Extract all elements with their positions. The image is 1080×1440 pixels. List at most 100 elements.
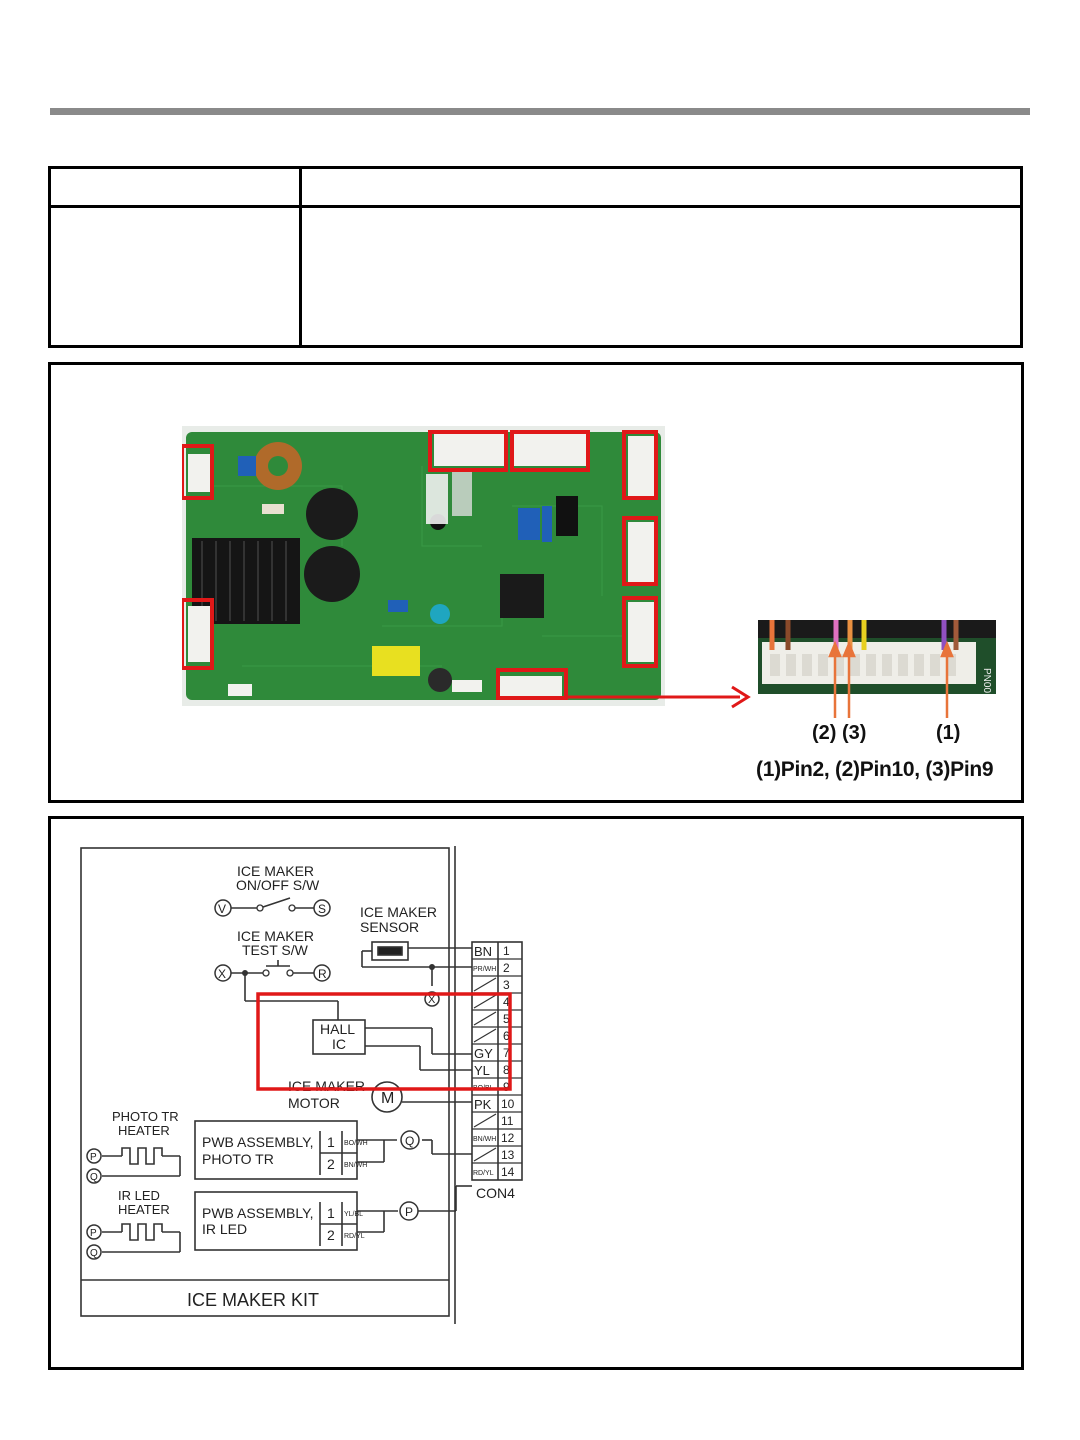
svg-text:PN00: PN00 — [981, 668, 992, 693]
node-p-photo — [86, 1148, 102, 1164]
info-table-header-row — [51, 169, 1020, 208]
con4-pin-num: 3 — [503, 978, 510, 992]
pwb-photo-wire-2: BN/WH — [344, 1162, 367, 1169]
highlight-right-connector-3 — [622, 596, 658, 668]
pwb-ir-wire-1: YL/BL — [344, 1211, 363, 1218]
con4-pin-num: 9 — [503, 1080, 510, 1094]
con4-wire-colors: BN PR/WH GY YL BO/BL PK BN/WH RD/YL — [473, 944, 496, 1177]
node-x — [214, 964, 232, 982]
con4-pin-numbers: 1 2 3 4 5 6 7 8 9 10 11 12 13 14 — [501, 944, 515, 1179]
node-r-label: R — [318, 967, 327, 981]
capacitor-top — [306, 488, 358, 540]
node-q-photo — [86, 1168, 102, 1184]
con4-wire: YL — [474, 1063, 490, 1078]
hall-ic-box — [312, 1019, 366, 1055]
info-table — [48, 166, 1023, 348]
node-q-pwb — [400, 1130, 420, 1150]
pin-callout-label-2: (2) — [812, 722, 837, 744]
pin-caption: (1)Pin2, (2)Pin10, (3)Pin9 — [756, 758, 994, 781]
hall-ic-highlight — [256, 992, 512, 1091]
node-q-ir — [86, 1244, 102, 1260]
node-p-pwb — [399, 1201, 419, 1221]
pwb-ir-pin-2: 2 — [327, 1227, 335, 1243]
ice-maker-schematic: ICE MAKER ON/OFF S/W ICE MAKER TEST S/W … — [80, 846, 523, 1324]
on-off-switch-label-2: ON/OFF S/W — [236, 877, 320, 893]
con4-pin-num: 6 — [503, 1029, 510, 1043]
pwb-ir-box — [194, 1191, 358, 1251]
highlight-right-connector-1 — [622, 430, 658, 500]
pwb-photo-label-1: PWB ASSEMBLY, — [202, 1134, 314, 1150]
blue-relay-2 — [542, 506, 552, 542]
test-switch-label-2: TEST S/W — [242, 942, 309, 958]
pin-callout-label-1: (1) — [936, 722, 961, 744]
pcb-panel — [48, 362, 1024, 803]
blue-relay-1 — [518, 508, 540, 540]
pwb-photo-pin-2: 2 — [327, 1156, 335, 1172]
con4-pin-num: 2 — [503, 961, 510, 975]
info-table-column-divider — [299, 169, 302, 345]
ir-heater-label-2: HEATER — [118, 1202, 170, 1217]
info-table-cell-value — [302, 208, 1020, 345]
kit-outline — [80, 847, 450, 1317]
node-p-ir-label: P — [90, 1228, 97, 1239]
sensor-label-2: SENSOR — [360, 919, 419, 935]
con4-wire: BN/WH — [473, 1136, 496, 1143]
con4-wire: RD/YL — [473, 1170, 494, 1177]
con4-pin-num: 10 — [501, 1097, 515, 1111]
node-p-pwb-label: P — [405, 1205, 413, 1219]
pin-callout-label-3: (3) — [842, 722, 867, 744]
node-x-sensor-label: X — [428, 994, 436, 1006]
con4-pin-num: 8 — [503, 1063, 510, 1077]
pwb-ir-label-1: PWB ASSEMBLY, — [202, 1205, 314, 1221]
node-p-ir — [86, 1224, 102, 1240]
motor-label-1: ICE MAKER — [288, 1078, 365, 1094]
con4-label: CON4 — [476, 1185, 515, 1201]
on-off-switch-label-1: ICE MAKER — [237, 863, 314, 879]
con4-pin-num: 11 — [501, 1114, 514, 1128]
pwb-ir-label-2: IR LED — [202, 1221, 247, 1237]
highlight-top-connector-2 — [510, 430, 590, 472]
sensor-label-1: ICE MAKER — [360, 904, 437, 920]
con4-wire: PK — [474, 1097, 492, 1112]
con4-pin-num: 12 — [501, 1131, 515, 1145]
capacitor-bottom — [304, 546, 360, 602]
schematic-panel — [48, 816, 1024, 1370]
connector-arrow — [564, 682, 751, 709]
con4-pin-num: 5 — [503, 1012, 510, 1026]
node-r — [313, 964, 331, 982]
hall-ic-label-2: IC — [332, 1036, 346, 1052]
hall-ic-label-1: HALL — [320, 1021, 355, 1037]
info-table-cell-label — [51, 208, 299, 345]
con4-pin-num: 7 — [503, 1046, 510, 1060]
transformer — [372, 646, 420, 676]
node-s-label: S — [318, 902, 326, 916]
motor-label-2: MOTOR — [288, 1095, 340, 1111]
node-v — [214, 899, 232, 917]
photo-heater-label-1: PHOTO TR — [112, 1109, 179, 1124]
node-q-photo-label: Q — [90, 1172, 98, 1183]
highlight-top-connector-1 — [428, 430, 508, 472]
ir-heater-label-1: IR LED — [118, 1188, 160, 1203]
con4-pin-num: 13 — [501, 1148, 515, 1162]
con4-pin-num: 1 — [503, 944, 510, 958]
pwb-photo-wire-1: BO/WH — [344, 1140, 368, 1147]
con4-pin-num: 4 — [503, 995, 510, 1009]
con4-wire: BN — [474, 944, 492, 959]
node-q-pwb-label: Q — [405, 1134, 414, 1148]
connector-closeup-photo: PN00 — [758, 620, 996, 694]
highlight-left-top-connector — [182, 444, 214, 500]
pwb-ir-wire-2: RD/YL — [344, 1233, 365, 1240]
con4-pin-num: 14 — [501, 1165, 515, 1179]
node-q-ir-label: Q — [90, 1248, 98, 1259]
con4-wire: PR/WH — [473, 966, 496, 973]
node-s — [313, 899, 331, 917]
mcu-chip — [500, 574, 544, 618]
pwb-photo-label-2: PHOTO TR — [202, 1151, 274, 1167]
pwb-photo-box — [194, 1120, 358, 1180]
pin-callout-arrows — [828, 640, 954, 718]
pwb-photo-pin-1: 1 — [327, 1134, 335, 1150]
con4-wire: GY — [474, 1046, 493, 1061]
highlight-left-bottom-connector — [182, 598, 214, 670]
node-x-label: X — [218, 967, 226, 981]
pwb-ir-pin-1: 1 — [327, 1205, 335, 1221]
